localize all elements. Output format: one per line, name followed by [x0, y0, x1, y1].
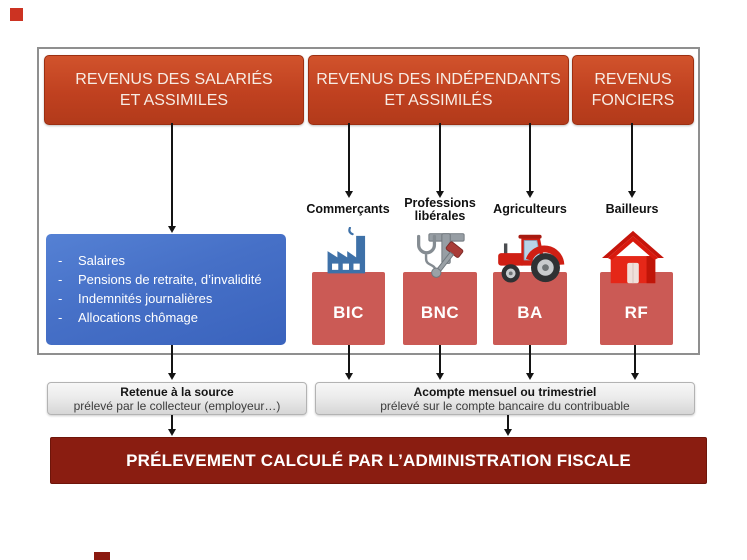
arrow-to-agriculteurs [529, 123, 531, 191]
label-professions-liberales: Professions libérales [404, 195, 476, 223]
footer-prelevement-banner: PRÉLEVEMENT CALCULÉ PAR L’ADMINISTRATION… [50, 437, 707, 484]
label-commercants: Commerçants [306, 202, 390, 217]
header-line: ET ASSIMILES [119, 92, 229, 109]
mode-retenue-a-la-source: Retenue à la source prélevé par le colle… [47, 382, 307, 415]
arrow-bnc-to-acompte [439, 345, 441, 373]
code-box-bnc: BNC [403, 272, 477, 345]
header-line: REVENUS [594, 71, 672, 88]
list-bullet: - [58, 310, 63, 325]
arrow-salaries-to-list [171, 123, 173, 226]
code-box-bic: BIC [312, 272, 385, 345]
medical-justice-icon [417, 233, 465, 278]
list-item: - Pensions de retraite, d’invalidité [58, 270, 276, 289]
header-line: REVENUS DES INDÉPENDANTS [316, 71, 561, 88]
mode-acompte: Acompte mensuel ou trimestriel prélevé s… [315, 382, 695, 415]
tractor-icon [498, 234, 565, 283]
label-agriculteurs: Agriculteurs [493, 202, 567, 217]
code-box-ba: BA [493, 272, 567, 345]
arrow-acompte-to-prelevement [507, 415, 509, 429]
header-revenus-independants: REVENUS DES INDÉPENDANTS ET ASSIMILÉS [308, 55, 569, 125]
arrow-to-bailleurs [631, 123, 633, 191]
list-item: - Salaires [58, 251, 276, 270]
list-item-text: Salaires [78, 253, 125, 268]
header-line: FONCIERS [591, 92, 675, 109]
list-item: - Indemnités journalières [58, 289, 276, 308]
header-revenus-salaries: REVENUS DES SALARIÉS ET ASSIMILES [44, 55, 304, 125]
mode-subtitle: prélevé par le collecteur (employeur…) [73, 398, 281, 413]
slide-corner-decoration [10, 8, 23, 21]
salaried-income-list: - Salaires - Pensions de retraite, d’inv… [46, 234, 286, 345]
footer-title: PRÉLEVEMENT CALCULÉ PAR L’ADMINISTRATION… [126, 450, 631, 470]
header-line: REVENUS DES SALARIÉS [75, 71, 273, 88]
house-icon [602, 230, 664, 284]
list-bullet: - [58, 253, 63, 268]
arrow-bic-to-acompte [348, 345, 350, 373]
list-item-text: Indemnités journalières [78, 291, 213, 306]
arrow-ba-to-acompte [529, 345, 531, 373]
list-bullet: - [58, 272, 63, 287]
arrow-retenue-to-prelevement [171, 415, 173, 429]
arrow-to-professions-liberales [439, 123, 441, 191]
arrow-list-to-retenue [171, 345, 173, 373]
arrow-rf-to-acompte [634, 345, 636, 373]
header-line: ET ASSIMILÉS [384, 92, 493, 109]
list-item: - Allocations chômage [58, 308, 276, 327]
list-item-text: Allocations chômage [78, 310, 198, 325]
mode-title: Acompte mensuel ou trimestriel [413, 384, 597, 399]
arrow-to-commercants [348, 123, 350, 191]
slide-bottom-decoration [94, 552, 110, 560]
factory-icon [327, 227, 366, 274]
mode-title: Retenue à la source [120, 384, 234, 399]
list-bullet: - [58, 291, 63, 306]
header-revenus-fonciers: REVENUS FONCIERS [572, 55, 694, 125]
code-box-rf: RF [600, 272, 673, 345]
label-bailleurs: Bailleurs [605, 202, 659, 217]
list-item-text: Pensions de retraite, d’invalidité [78, 272, 262, 287]
mode-subtitle: prélevé sur le compte bancaire du contri… [380, 398, 630, 413]
